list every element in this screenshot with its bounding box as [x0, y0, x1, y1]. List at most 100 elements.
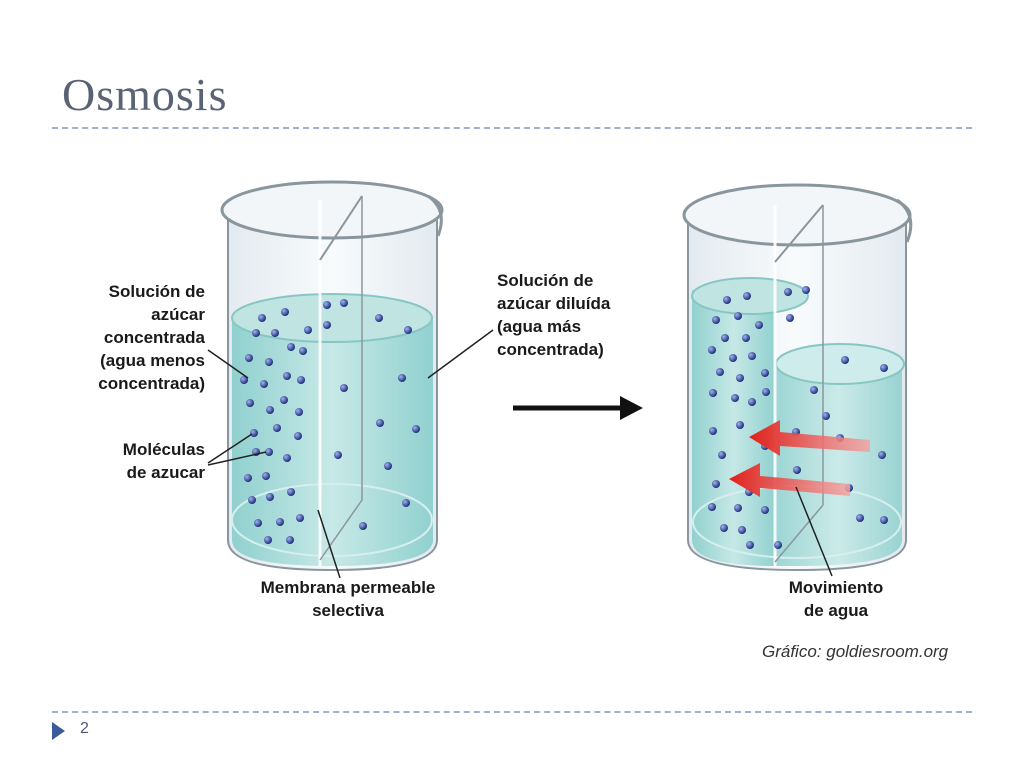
- leader-concentrated: [207, 349, 249, 379]
- sugar-molecule: [265, 448, 273, 456]
- sugar-molecule: [266, 493, 274, 501]
- leader-membrane: [317, 509, 341, 579]
- title-divider: [52, 127, 972, 129]
- label-line: azúcar diluída: [497, 294, 611, 313]
- sugar-molecule: [398, 374, 406, 382]
- beaker-left-rim: [220, 180, 444, 240]
- sugar-molecule: [712, 316, 720, 324]
- sugar-molecule: [340, 299, 348, 307]
- label-molecules: Moléculas de azucar: [123, 440, 206, 482]
- beaker-right-membrane-diag2: [774, 504, 824, 563]
- sugar-molecule: [708, 503, 716, 511]
- sugar-molecule: [810, 386, 818, 394]
- sugar-molecule: [375, 314, 383, 322]
- sugar-molecule: [323, 321, 331, 329]
- sugar-molecule: [304, 326, 312, 334]
- sugar-molecule: [734, 504, 742, 512]
- beaker-left-water: [232, 318, 433, 566]
- beaker-right-spout: [896, 198, 913, 243]
- sugar-molecule: [295, 408, 303, 416]
- sugar-molecule: [283, 372, 291, 380]
- sugar-molecule: [250, 429, 258, 437]
- sugar-molecule: [271, 329, 279, 337]
- beaker-right-water-right: [775, 360, 902, 566]
- sugar-molecule: [748, 398, 756, 406]
- sugar-molecule: [266, 406, 274, 414]
- slide-title: Osmosis: [62, 69, 228, 120]
- sugar-molecule: [761, 369, 769, 377]
- sugar-molecule: [244, 474, 252, 482]
- sugar-molecule: [880, 516, 888, 524]
- sugar-molecule: [878, 451, 886, 459]
- sugar-molecule: [376, 419, 384, 427]
- footer-divider: [52, 711, 972, 713]
- sugar-molecule: [260, 380, 268, 388]
- sugar-molecule: [708, 346, 716, 354]
- sugar-molecule: [709, 427, 717, 435]
- beaker-left-membrane-diag: [319, 195, 363, 261]
- sugar-molecule: [802, 286, 810, 294]
- sugar-molecule: [273, 424, 281, 432]
- beaker-right: [682, 183, 913, 572]
- label-line: (agua menos: [100, 351, 205, 370]
- sugar-molecule: [736, 374, 744, 382]
- sugar-molecule: [240, 376, 248, 384]
- transition-arrow: [513, 396, 643, 420]
- sugar-molecule: [734, 312, 742, 320]
- beaker-right-membrane-diag: [774, 204, 824, 263]
- slide-bullet-icon: [52, 722, 65, 740]
- sugar-molecule: [721, 334, 729, 342]
- molecules-right: [708, 286, 888, 549]
- leader-diluted: [427, 329, 494, 379]
- label-line: de azucar: [127, 463, 206, 482]
- sugar-molecule: [281, 308, 289, 316]
- label-line: azúcar: [151, 305, 205, 324]
- sugar-molecule: [742, 334, 750, 342]
- sugar-molecule: [412, 425, 420, 433]
- leader-molecules-1: [207, 433, 253, 464]
- sugar-molecule: [299, 347, 307, 355]
- beaker-right-water-left: [692, 290, 775, 566]
- label-concentrated: Solución de azúcar concentrada (agua men…: [98, 282, 205, 393]
- leader-molecules-2: [207, 451, 267, 466]
- water-arrow-lower: [729, 463, 850, 497]
- sugar-molecule: [784, 288, 792, 296]
- label-line: concentrada): [497, 340, 604, 359]
- sugar-molecule: [402, 499, 410, 507]
- label-line: de agua: [804, 601, 869, 620]
- label-line: (agua más: [497, 317, 581, 336]
- sugar-molecule: [294, 432, 302, 440]
- label-diluted: Solución de azúcar diluída (agua más con…: [497, 271, 611, 359]
- sugar-molecule: [254, 519, 262, 527]
- sugar-molecule: [743, 292, 751, 300]
- beaker-left-water-surface: [231, 293, 433, 343]
- sugar-molecule: [323, 301, 331, 309]
- sugar-molecule: [731, 394, 739, 402]
- sugar-molecule: [287, 343, 295, 351]
- water-flow-arrows: [729, 420, 870, 497]
- sugar-molecule: [720, 524, 728, 532]
- sugar-molecule: [716, 368, 724, 376]
- sugar-molecule: [384, 462, 392, 470]
- sugar-molecule: [404, 326, 412, 334]
- label-line: selectiva: [312, 601, 384, 620]
- sugar-molecule: [822, 412, 830, 420]
- beaker-left-bottom: [231, 483, 433, 557]
- sugar-molecule: [755, 321, 763, 329]
- sugar-molecule: [262, 472, 270, 480]
- sugar-molecule: [276, 518, 284, 526]
- sugar-molecule: [736, 421, 744, 429]
- sugar-molecule: [258, 314, 266, 322]
- beaker-left: [220, 180, 444, 572]
- sugar-molecule: [729, 354, 737, 362]
- sugar-molecule: [264, 536, 272, 544]
- sugar-molecule: [246, 399, 254, 407]
- sugar-molecule: [786, 314, 794, 322]
- sugar-molecule: [359, 522, 367, 530]
- sugar-molecule: [712, 480, 720, 488]
- sugar-molecule: [245, 354, 253, 362]
- label-line: Movimiento: [789, 578, 883, 597]
- leader-water-movement: [795, 486, 833, 577]
- sugar-molecule: [286, 536, 294, 544]
- label-line: Moléculas: [123, 440, 205, 459]
